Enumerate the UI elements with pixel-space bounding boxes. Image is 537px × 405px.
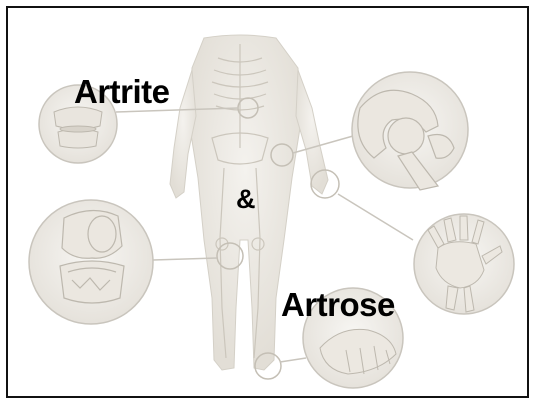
arthritis-label: Artrite xyxy=(74,73,170,111)
hip-detail xyxy=(352,72,468,190)
arthrosis-label: Artrose xyxy=(281,286,395,324)
ampersand-label: & xyxy=(236,184,255,215)
hand-detail xyxy=(414,214,514,314)
image-frame: Artrite & Artrose xyxy=(6,6,529,398)
anatomy-illustration xyxy=(8,8,529,398)
knee-detail xyxy=(29,200,153,324)
